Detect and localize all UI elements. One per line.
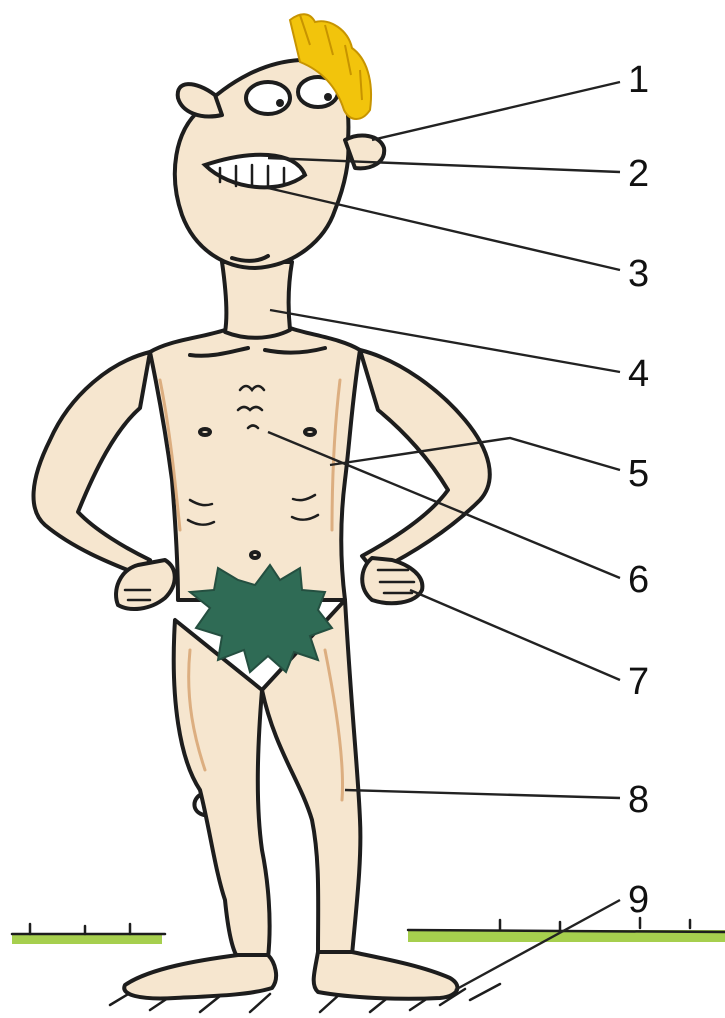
leader-8: [345, 790, 620, 798]
feet: [124, 952, 457, 999]
nose: [178, 84, 222, 116]
left-arm: [34, 352, 150, 575]
grass-left: [12, 934, 162, 944]
head: [175, 14, 384, 268]
label-5: 5: [628, 453, 649, 495]
label-4: 4: [628, 353, 649, 395]
label-7: 7: [628, 661, 649, 703]
right-hand: [362, 558, 422, 603]
neck: [222, 262, 292, 338]
leader-1: [372, 82, 620, 140]
right-foot: [314, 952, 458, 999]
left-foot: [124, 955, 276, 998]
label-6: 6: [628, 559, 649, 601]
leader-7: [410, 590, 620, 680]
label-1: 1: [628, 59, 649, 101]
label-2: 2: [628, 153, 649, 195]
right-arm: [360, 350, 490, 572]
label-9: 9: [628, 879, 649, 921]
labels: 1 2 3 4 5 6 7 8 9: [628, 59, 649, 921]
left-eye: [246, 82, 290, 114]
label-8: 8: [628, 779, 649, 821]
label-3: 3: [628, 253, 649, 295]
leader-9: [455, 900, 620, 990]
